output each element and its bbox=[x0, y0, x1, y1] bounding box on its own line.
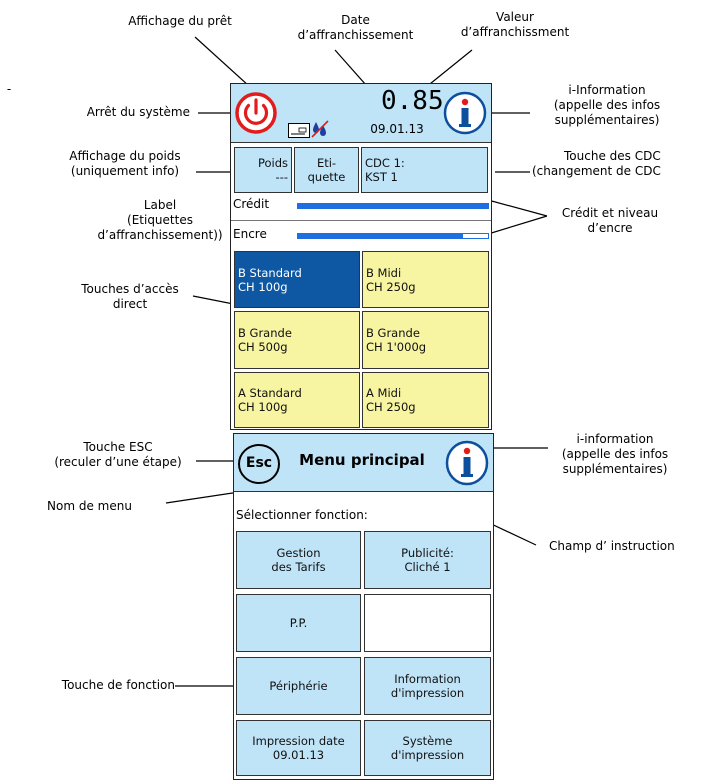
power-icon bbox=[235, 92, 277, 134]
function-key-publicite[interactable]: Publicité: Cliché 1 bbox=[364, 531, 491, 589]
annotation-pret: Affichage du prêt bbox=[128, 14, 232, 28]
instruction-field: Sélectionner fonction: bbox=[236, 508, 368, 522]
menu-title: Menu principal bbox=[299, 451, 425, 469]
encre-label: Encre bbox=[233, 227, 267, 241]
divider bbox=[231, 220, 491, 221]
power-button[interactable] bbox=[234, 91, 278, 135]
function-key-gestion-tarifs[interactable]: Gestion des Tarifs bbox=[236, 531, 361, 589]
function-key-peripherie[interactable]: Périphérie bbox=[236, 657, 361, 715]
menu-info-button[interactable] bbox=[445, 440, 489, 486]
poids-button[interactable]: Poids --- bbox=[234, 147, 292, 193]
info-button[interactable] bbox=[443, 91, 487, 135]
annotation-nom-menu: Nom de menu bbox=[47, 499, 132, 513]
annotation-label: Label (Etiquettes d’affranchissement)) bbox=[97, 198, 223, 242]
direct-key-5[interactable]: A Standard CH 100g bbox=[234, 372, 360, 428]
loan-icon bbox=[288, 123, 310, 138]
info-icon bbox=[443, 91, 487, 135]
main-screen: 0.85 09.01.13 Poids --- Eti- quette CDC … bbox=[230, 83, 492, 430]
annotation-cdc: Touche des CDC (changement de CDC bbox=[532, 149, 661, 178]
annotation-poids: Affichage du poids (uniquement info) bbox=[69, 149, 181, 178]
encre-bar bbox=[297, 233, 489, 239]
function-key-systeme-impression[interactable]: Système d'impression bbox=[364, 720, 491, 776]
direct-key-3[interactable]: B Grande CH 500g bbox=[234, 311, 360, 369]
function-key-impression-date[interactable]: Impression date 09.01.13 bbox=[236, 720, 361, 776]
direct-key-2[interactable]: B Midi CH 250g bbox=[362, 251, 489, 308]
annotation-info2: i-information (appelle des infos supplém… bbox=[561, 432, 669, 476]
esc-button[interactable]: Esc bbox=[237, 442, 281, 486]
annotation-credit: Crédit et niveau d’encre bbox=[561, 206, 659, 235]
annotation-arret: Arrêt du système bbox=[86, 105, 190, 119]
credit-label: Crédit bbox=[233, 197, 270, 211]
franking-date: 09.01.13 bbox=[370, 122, 424, 136]
annotation-fonction: Touche de fonction bbox=[61, 678, 175, 692]
direct-key-1[interactable]: B Standard CH 100g bbox=[234, 251, 360, 308]
annotation-valeur: Valeur d’affranchissment bbox=[460, 10, 570, 39]
franking-value: 0.85 bbox=[381, 86, 444, 116]
function-key-information-impression[interactable]: Information d'impression bbox=[364, 657, 491, 715]
menu-screen: Esc Menu principal Sélectionner fonction… bbox=[233, 433, 494, 780]
etiquette-button[interactable]: Eti- quette bbox=[294, 147, 359, 193]
function-key-pp[interactable]: P.P. bbox=[236, 594, 361, 652]
annotation-champ: Champ d’ instruction bbox=[549, 539, 675, 553]
credit-bar bbox=[297, 203, 489, 209]
function-key-empty[interactable] bbox=[364, 594, 491, 652]
annotation-date: Date d’affranchissement bbox=[297, 13, 414, 42]
leader-encre bbox=[487, 215, 548, 235]
annotation-esc: Touche ESC (reculer d’une étape) bbox=[54, 440, 182, 469]
esc-icon bbox=[238, 444, 280, 484]
ink-drop-icon bbox=[311, 120, 329, 138]
info-icon bbox=[445, 440, 489, 486]
annotation-acces: Touches d’accès direct bbox=[81, 282, 179, 311]
direct-key-4[interactable]: B Grande CH 1'000g bbox=[362, 311, 489, 369]
annotation-dash: - bbox=[6, 82, 12, 96]
annotation-info: i-Information (appelle des infos supplém… bbox=[553, 83, 661, 127]
leader-credit bbox=[487, 199, 548, 217]
direct-key-6[interactable]: A Midi CH 250g bbox=[362, 372, 489, 428]
cdc-button[interactable]: CDC 1: KST 1 bbox=[361, 147, 488, 193]
